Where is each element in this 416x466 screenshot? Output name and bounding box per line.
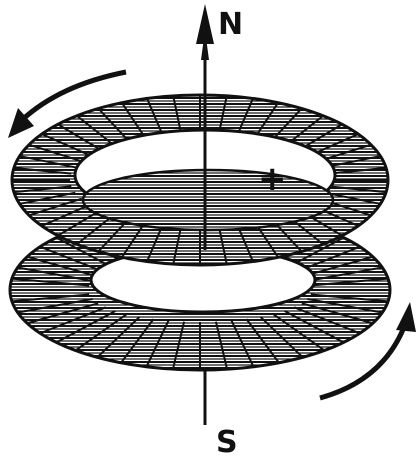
charge-label: +	[258, 159, 287, 199]
north-label: N	[218, 7, 243, 42]
top-ring	[12, 95, 388, 265]
south-label: S	[216, 425, 238, 460]
